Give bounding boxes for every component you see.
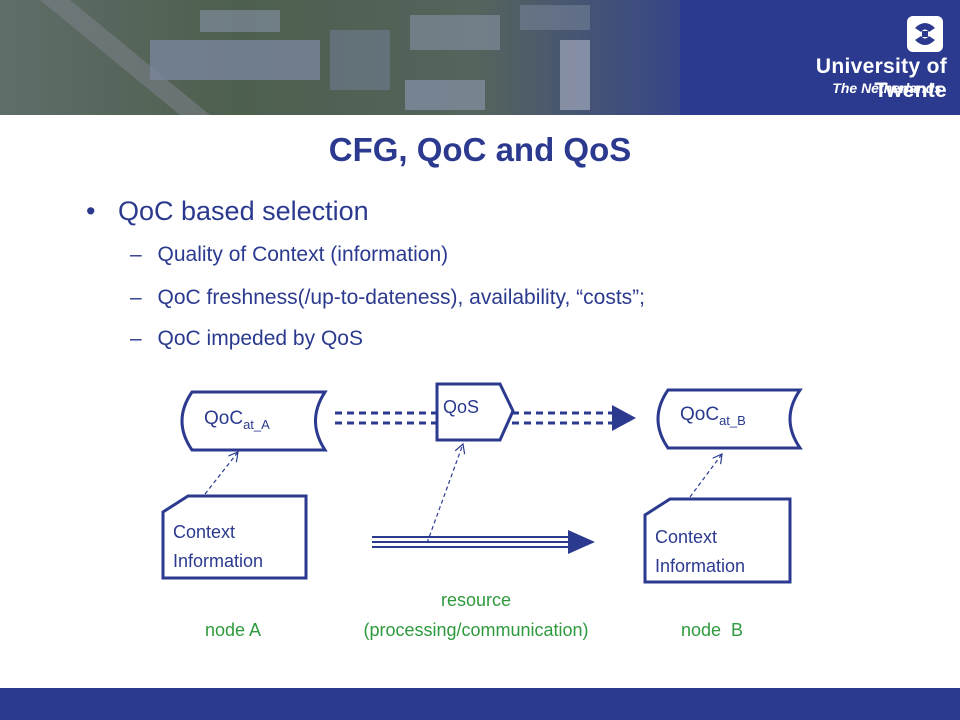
qoc-at-a-shape: QoCat_A [180,390,328,452]
twente-logo-icon [907,16,943,52]
svg-text:QoCat_A: QoCat_A [204,408,270,432]
bullet-main-text: QoC based selection [118,196,369,226]
qos-dashed-link [335,405,636,431]
sub-bullet-1: – Quality of Context (information) [130,243,448,267]
campus-aerial-photo [0,0,680,115]
arrow-head-icon [568,530,595,554]
qoc-a-label: QoC [204,408,243,429]
dependency-arrow-qos [426,442,466,544]
resource-arrow [372,530,595,554]
sub-bullet-2-text: QoC freshness(/up-to-dateness), availabi… [157,286,645,309]
node-a-label: node A [205,620,261,640]
slide-title: CFG, QoC and QoS [328,131,632,168]
dash: – [130,243,142,266]
sub-bullet-2: – QoC freshness(/up-to-dateness), availa… [130,286,645,310]
dependency-arrow-a [204,451,239,495]
context-b-line1: Context [655,527,717,547]
footer-bar [0,688,960,720]
university-name: University of Twente [815,55,947,102]
context-a-box: Context Information [161,494,308,580]
resource-label-line1: resource [441,590,511,610]
svg-text:QoCat_B: QoCat_B [680,404,746,428]
context-b-line2: Information [655,556,745,576]
sub-bullet-3-text: QoC impeded by QoS [157,327,363,350]
qoc-at-b-shape: QoCat_B [656,388,803,450]
dependency-arrow-b [689,453,723,498]
qos-box: QoS [435,382,515,442]
qoc-qos-diagram: QoCat_A QoCat_B QoS Context Information … [161,382,803,640]
qoc-b-label: QoC [680,404,719,425]
header-banner: University of Twente The Netherlands [0,0,960,115]
context-b-box: Context Information [643,497,792,584]
qoc-b-subscript: at_B [719,413,746,428]
university-country: The Netherlands [832,80,942,96]
context-a-line1: Context [173,522,235,542]
qos-label: QoS [443,397,479,417]
sub-bullet-1-text: Quality of Context (information) [157,243,449,266]
dash: – [130,286,142,309]
arrow-head-icon [612,405,636,431]
node-b-label: node B [681,620,743,640]
resource-label-line2: (processing/communication) [363,620,588,640]
context-a-line2: Information [173,551,263,571]
sub-bullet-3: – QoC impeded by QoS [130,327,363,351]
bullet-dot: • [86,196,96,226]
qoc-a-subscript: at_A [243,417,270,432]
dash: – [130,327,142,350]
